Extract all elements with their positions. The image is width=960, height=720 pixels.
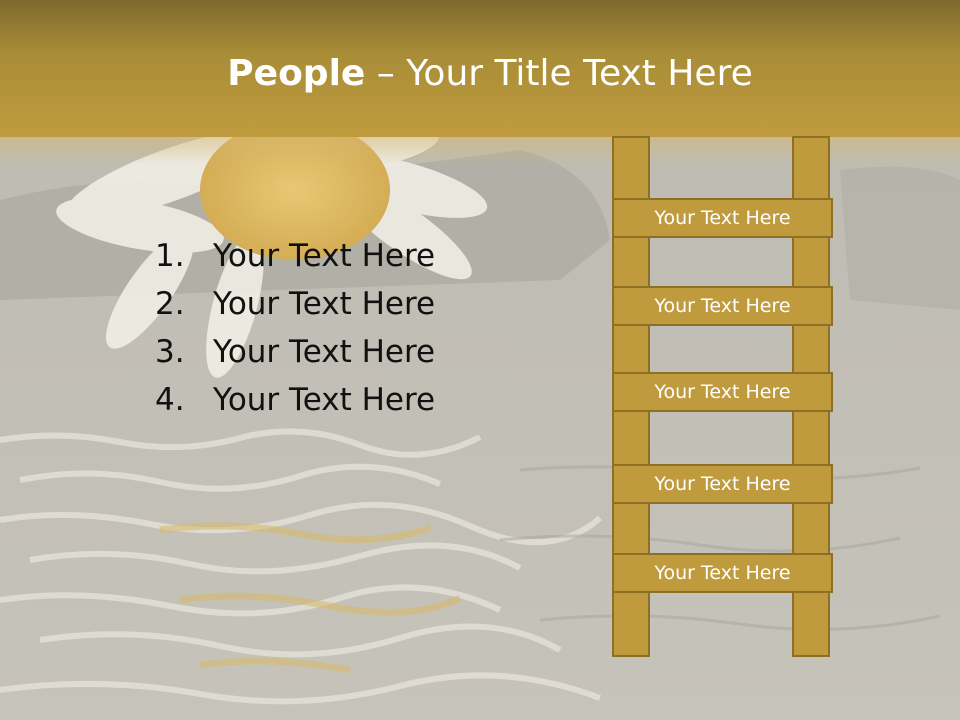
- list-item-text: Your Text Here: [213, 382, 436, 418]
- ladder-rung: Your Text Here: [612, 286, 833, 326]
- ladder-rung: Your Text Here: [612, 464, 833, 504]
- list-item: 2. Your Text Here: [155, 280, 435, 328]
- list-item-number: 4.: [155, 382, 185, 418]
- slide-title-bold: People: [227, 53, 366, 94]
- list-item-number: 3.: [155, 334, 185, 370]
- slide-title-rest: – Your Title Text Here: [365, 53, 753, 94]
- ladder-rung: Your Text Here: [612, 553, 833, 593]
- list-item-number: 2.: [155, 286, 185, 322]
- list-item-text: Your Text Here: [213, 286, 436, 322]
- slide-title: People – Your Title Text Here: [0, 50, 960, 98]
- list-item: 1. Your Text Here: [155, 232, 435, 280]
- ladder-rung: Your Text Here: [612, 372, 833, 412]
- list-item: 3. Your Text Here: [155, 328, 435, 376]
- title-bar: [0, 0, 960, 137]
- list-item-text: Your Text Here: [213, 334, 436, 370]
- list-item-text: Your Text Here: [213, 238, 436, 274]
- list-item: 4. Your Text Here: [155, 376, 435, 424]
- ladder-rung: Your Text Here: [612, 198, 833, 238]
- list-item-number: 1.: [155, 238, 185, 274]
- numbered-list: 1. Your Text Here 2. Your Text Here 3. Your…: [155, 232, 435, 424]
